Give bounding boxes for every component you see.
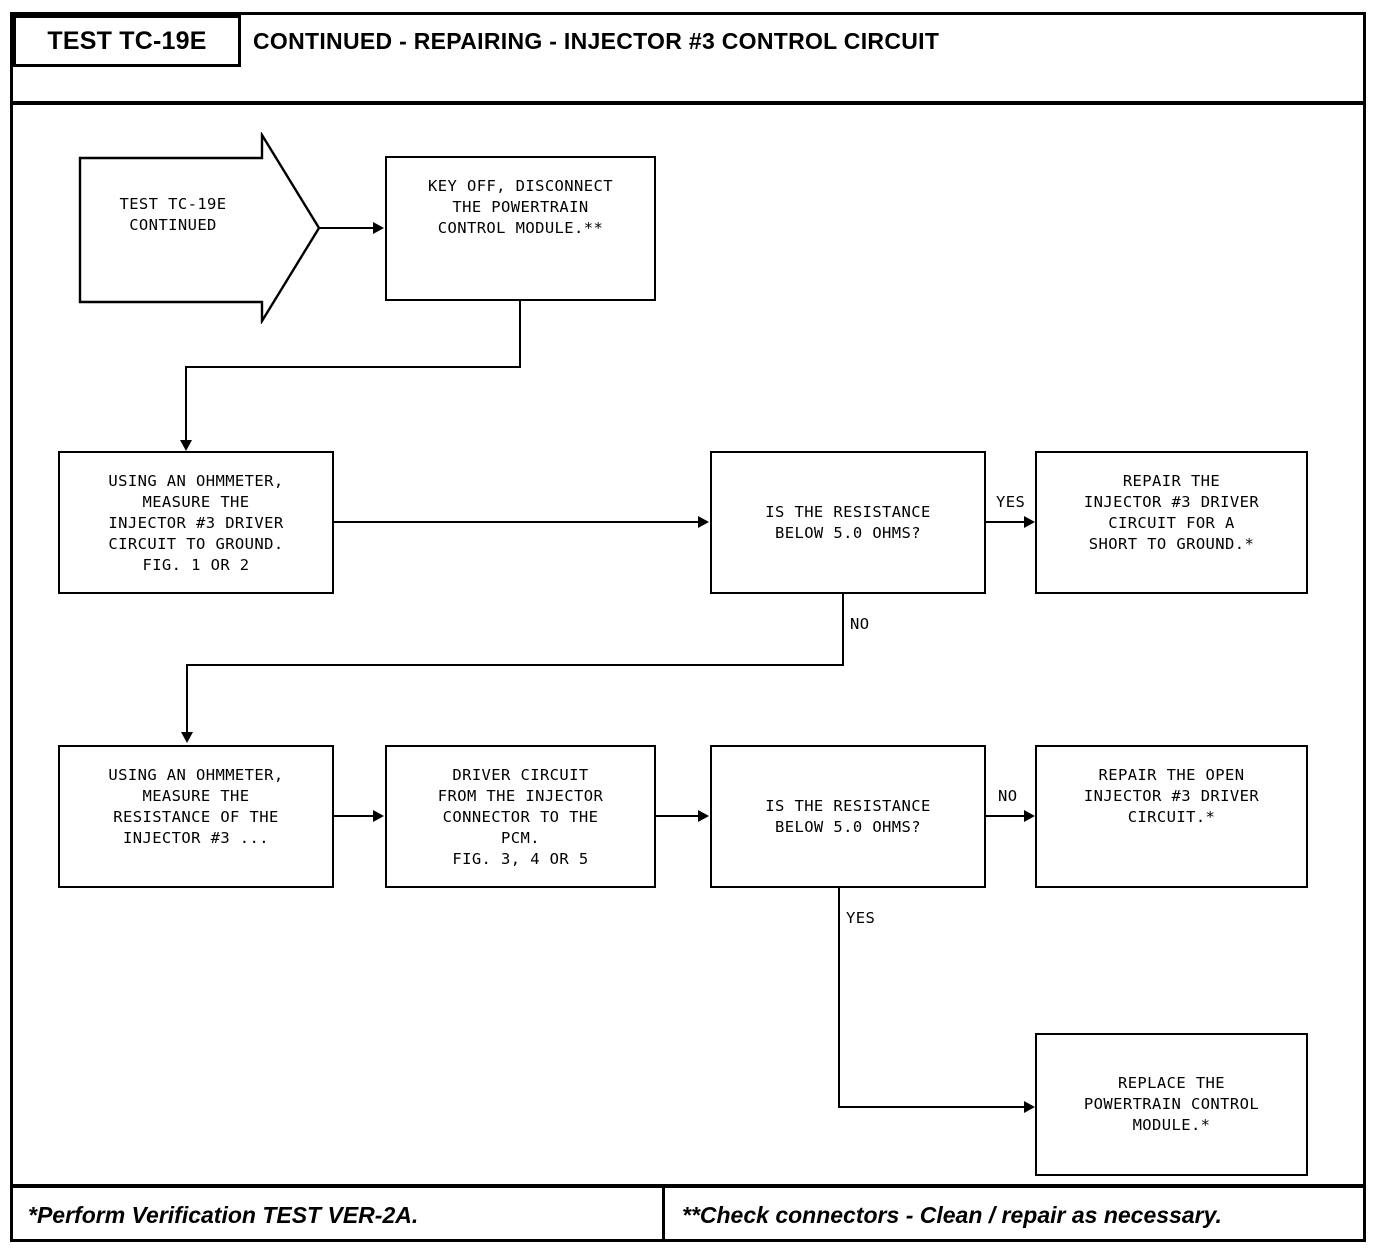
node-driver-circuit: DRIVER CIRCUIT FROM THE INJECTOR CONNECT… <box>385 745 656 888</box>
edge-decision2-no <box>986 815 1026 817</box>
page-title: CONTINUED - REPAIRING - INJECTOR #3 CONT… <box>253 15 939 67</box>
node-measure-resistance-label: USING AN OHMMETER, MEASURE THE RESISTANC… <box>108 766 284 847</box>
edge-decision1-no-left <box>186 664 844 666</box>
node-repair-open-label: REPAIR THE OPEN INJECTOR #3 DRIVER CIRCU… <box>1083 766 1260 826</box>
node-start: TEST TC-19E CONTINUED <box>78 132 322 324</box>
node-decision-1-label: IS THE RESISTANCE BELOW 5.0 OHMS? <box>765 502 931 542</box>
node-replace-pcm-label: REPLACE THE POWERTRAIN CONTROL MODULE.* <box>1083 1074 1260 1134</box>
node-repair-open: REPAIR THE OPEN INJECTOR #3 DRIVER CIRCU… <box>1035 745 1308 888</box>
edge-label-decision2-yes: YES <box>846 909 876 927</box>
header-divider <box>13 101 1363 105</box>
edge-decision1-no-arrowhead <box>181 732 193 743</box>
edge-decision1-no-down <box>842 594 844 666</box>
edge-start-to-keyoff <box>320 227 374 229</box>
footer-note-right: **Check connectors - Clean / repair as n… <box>682 1190 1222 1240</box>
footer-divider <box>13 1184 1363 1188</box>
footer-note-left: *Perform Verification TEST VER-2A. <box>28 1190 418 1240</box>
edge-start-to-keyoff-arrowhead <box>373 222 384 234</box>
edge-label-decision1-no: NO <box>850 615 870 633</box>
edge-measureground-to-decision1 <box>334 521 699 523</box>
edge-measureground-to-decision1-arrowhead <box>698 516 709 528</box>
edge-label-decision2-no: NO <box>998 787 1018 805</box>
footer-cell-divider <box>662 1188 665 1242</box>
edge-keyoff-seg-left <box>185 366 521 368</box>
edge-decision2-no-arrowhead <box>1024 810 1035 822</box>
footer-note-right-label: **Check connectors - Clean / repair as n… <box>682 1201 1222 1228</box>
edge-measureres-to-drivercircuit <box>334 815 374 817</box>
node-decision-2-label: IS THE RESISTANCE BELOW 5.0 OHMS? <box>765 796 931 836</box>
node-key-off-label: KEY OFF, DISCONNECT THE POWERTRAIN CONTR… <box>428 177 613 237</box>
edge-decision1-yes-arrowhead <box>1024 516 1035 528</box>
edge-decision2-yes-arrowhead <box>1024 1101 1035 1113</box>
edge-keyoff-seg-down <box>519 301 521 368</box>
node-replace-pcm: REPLACE THE POWERTRAIN CONTROL MODULE.* <box>1035 1033 1308 1176</box>
edge-decision1-yes <box>986 521 1026 523</box>
edge-label-decision1-yes: YES <box>996 493 1026 511</box>
node-decision-2: IS THE RESISTANCE BELOW 5.0 OHMS? <box>710 745 986 888</box>
node-measure-ground-label: USING AN OHMMETER, MEASURE THE INJECTOR … <box>108 472 284 574</box>
node-driver-circuit-label: DRIVER CIRCUIT FROM THE INJECTOR CONNECT… <box>437 766 604 868</box>
edge-measureres-to-drivercircuit-arrowhead <box>373 810 384 822</box>
node-repair-short: REPAIR THE INJECTOR #3 DRIVER CIRCUIT FO… <box>1035 451 1308 594</box>
node-decision-1: IS THE RESISTANCE BELOW 5.0 OHMS? <box>710 451 986 594</box>
node-start-label: TEST TC-19E CONTINUED <box>119 195 227 234</box>
test-id-label: TEST TC-19E <box>47 26 207 55</box>
edge-keyoff-seg-down2 <box>185 366 187 442</box>
node-measure-resistance: USING AN OHMMETER, MEASURE THE RESISTANC… <box>58 745 334 888</box>
edge-decision2-yes-down <box>838 888 840 1108</box>
edge-decision2-yes-right <box>838 1106 1026 1108</box>
pentagon-arrow-shape <box>78 132 321 324</box>
page-title-label: CONTINUED - REPAIRING - INJECTOR #3 CONT… <box>253 27 940 54</box>
edge-keyoff-arrowhead <box>180 440 192 451</box>
footer-note-left-label: *Perform Verification TEST VER-2A. <box>28 1201 419 1228</box>
page-frame <box>10 12 1366 1242</box>
edge-drivercircuit-to-decision2 <box>656 815 700 817</box>
node-repair-short-label: REPAIR THE INJECTOR #3 DRIVER CIRCUIT FO… <box>1083 472 1260 553</box>
test-id-badge: TEST TC-19E <box>13 15 241 67</box>
edge-drivercircuit-to-decision2-arrowhead <box>698 810 709 822</box>
node-measure-ground: USING AN OHMMETER, MEASURE THE INJECTOR … <box>58 451 334 594</box>
edge-decision1-no-down2 <box>186 664 188 734</box>
node-key-off: KEY OFF, DISCONNECT THE POWERTRAIN CONTR… <box>385 156 656 301</box>
